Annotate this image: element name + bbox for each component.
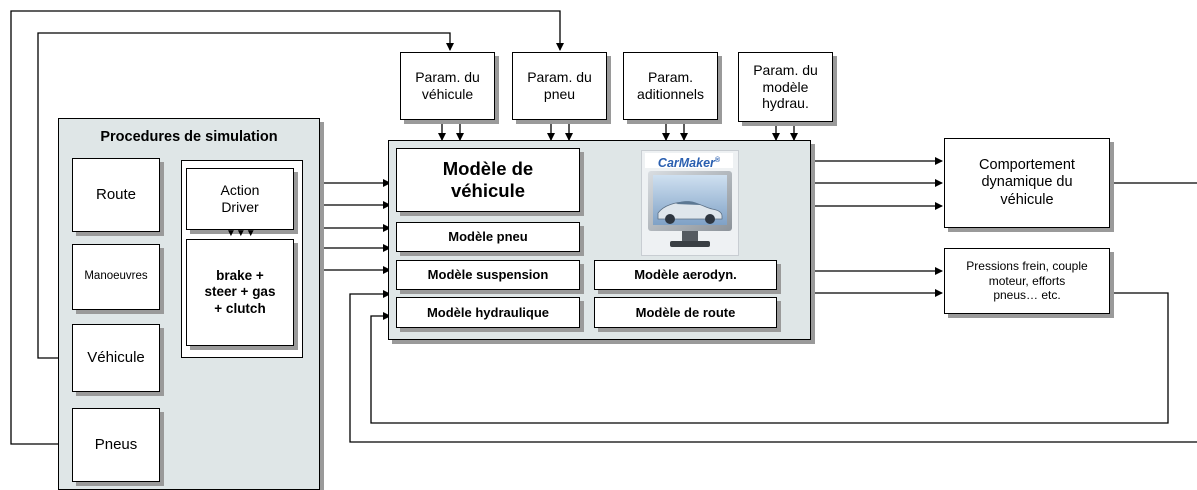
modele-route-block: Modèle de route — [594, 297, 777, 328]
panel-title: Procedures de simulation — [100, 129, 278, 145]
pressions-efforts-box: Pressions frein, couple moteur, efforts … — [944, 248, 1110, 314]
action-driver-block: Action Driver — [186, 168, 294, 230]
modele-hydraulique-block: Modèle hydraulique — [396, 297, 580, 328]
modele-aerodyn-block: Modèle aerodyn. — [594, 260, 777, 290]
feedback-vehicule-wire — [37, 32, 454, 359]
driver-controls-block: brake + steer + gas + clutch — [186, 239, 294, 346]
modele-pneu-block: Modèle pneu — [396, 222, 580, 252]
feedback-pneus-wire — [10, 10, 564, 445]
modele-vehicule-title: Modèle de véhicule — [396, 148, 580, 212]
pneus-block: Pneus — [72, 408, 160, 482]
modele-suspension-block: Modèle suspension — [396, 260, 580, 290]
param-hydrau-box: Param. du modèle hydrau. — [738, 52, 833, 122]
manoeuvres-block: Manoeuvres — [72, 244, 160, 310]
carmaker-logo-text: CarMaker — [657, 156, 715, 171]
monitor-car-icon — [648, 171, 732, 247]
vehicule-block: Véhicule — [72, 324, 160, 392]
param-vehicule-box: Param. du véhicule — [400, 52, 495, 120]
carmaker-logo: CarMaker® — [641, 150, 739, 256]
param-aditionnels-box: Param. aditionnels — [623, 52, 718, 120]
driver-arrows-icon: ▼▼▼ — [226, 228, 256, 239]
param-pneu-box: Param. du pneu — [512, 52, 607, 120]
comportement-dynamique-box: Comportement dynamique du véhicule — [944, 138, 1110, 228]
route-block: Route — [72, 158, 160, 232]
